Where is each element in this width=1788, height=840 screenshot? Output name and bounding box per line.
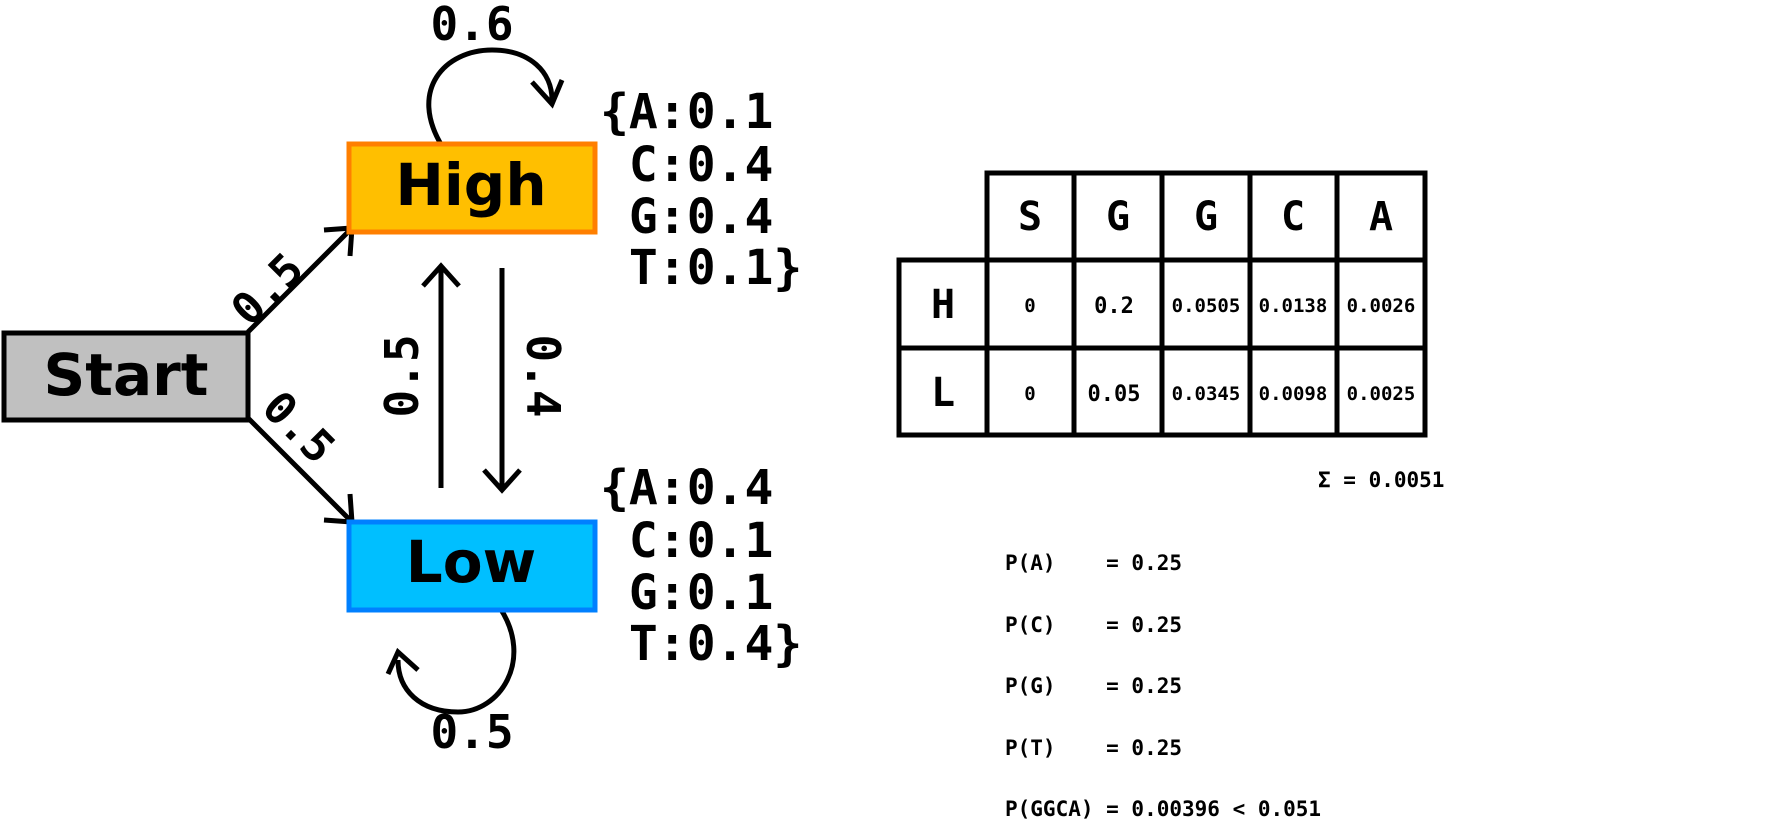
arrow-start-to-low (246, 416, 354, 524)
trellis-col-header: G (1106, 194, 1130, 240)
label-high-self: 0.6 (430, 0, 513, 51)
trellis-row-header: H (931, 282, 955, 328)
low-emission-line: G:0.1 (600, 565, 773, 621)
high-node (346, 141, 598, 235)
arrow-start-to-high (246, 226, 354, 334)
trellis-cell: 0.0505 (1172, 295, 1241, 317)
arrowhead-low-to-high (421, 262, 461, 288)
label-start-to-low: 0.5 (252, 382, 344, 474)
high-emission-line: {A:0.1 (600, 84, 773, 140)
probability-line: P(A) = 0.25 (1005, 551, 1183, 575)
trellis-row-header: L (931, 370, 955, 416)
trellis-cell: 0.0138 (1259, 295, 1328, 317)
trellis-cell: 0.0098 (1259, 383, 1328, 405)
probability-line: P(G) = 0.25 (1005, 674, 1183, 698)
trellis-cell: 0.0025 (1347, 383, 1416, 405)
trellis-sum: Σ = 0.0051 (1318, 468, 1445, 492)
probability-line: P(T) = 0.25 (1005, 735, 1183, 760)
trellis-col-header: S (1018, 194, 1042, 240)
probability-list: P(A) = 0.25 P(C) = 0.25 P(G) = 0.25 P(T)… (1005, 512, 1321, 840)
high-emissions: {A:0.1 C:0.4 G:0.4 T:0.1} (600, 84, 802, 296)
label-start-to-high: 0.5 (222, 244, 314, 336)
start-node-label: Start (44, 341, 209, 409)
hmm-diagram: Start High Low 0.5 0.5 0.6 0.5 0.5 0.4 {… (1, 0, 1428, 750)
label-low-self: 0.5 (430, 705, 513, 750)
trellis-col-header: G (1194, 194, 1218, 240)
probability-line: P(C) = 0.25 (1005, 612, 1183, 637)
trellis-cell: 0.0026 (1347, 295, 1416, 317)
label-high-to-low: 0.4 (516, 334, 570, 417)
arrowhead-low-self (385, 647, 420, 676)
loop-low-self (395, 606, 517, 715)
trellis-col-header: A (1369, 194, 1393, 240)
low-node-label: Low (406, 528, 536, 596)
high-emission-line: T:0.1} (600, 240, 802, 296)
high-emission-line: G:0.4 (600, 189, 773, 245)
start-node (1, 330, 251, 423)
arrowhead-high-to-low (482, 468, 522, 494)
probability-line: P(GGCA) = 0.00396 < 0.051 (1005, 797, 1322, 821)
trellis-cell: 0.2 (1094, 294, 1134, 319)
arrowhead-high-self (530, 79, 565, 109)
trellis-cell: 0 (1024, 295, 1035, 317)
trellis-cell: 0 (1024, 383, 1035, 405)
low-emission-line: {A:0.4 (600, 460, 773, 516)
label-low-to-high: 0.5 (375, 334, 429, 417)
low-emission-line: T:0.4} (600, 616, 802, 672)
trellis-col-header: C (1281, 194, 1305, 240)
high-node-label: High (395, 151, 546, 219)
low-node (346, 519, 598, 613)
trellis-table (896, 170, 1428, 438)
low-emission-line: C:0.1 (600, 513, 773, 569)
trellis-cell: 0.0345 (1172, 383, 1241, 405)
loop-high-self (426, 47, 555, 148)
low-emissions: {A:0.4 C:0.1 G:0.1 T:0.4} (600, 460, 802, 672)
high-emission-line: C:0.4 (600, 137, 773, 193)
trellis-cell: 0.05 (1088, 382, 1141, 407)
